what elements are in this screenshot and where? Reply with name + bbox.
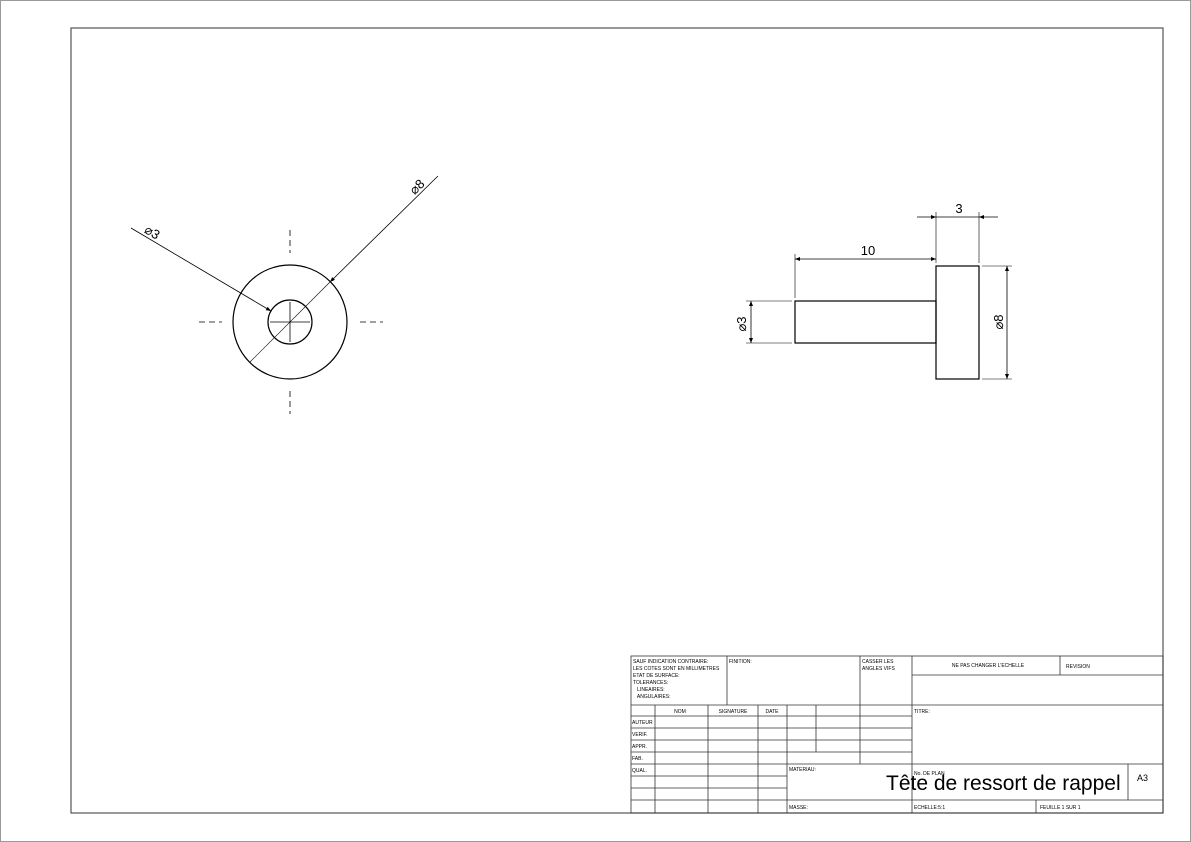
- dim-line-outer-extension: [249, 281, 331, 363]
- general-note-1: SAUF INDICATION CONTRAIRE:: [633, 659, 708, 665]
- drawing-frame: [70, 27, 1164, 814]
- drawing-title: Tête de ressort de rappel: [886, 772, 1121, 795]
- col-date: DATE: [766, 709, 780, 715]
- break-edges-1: CASSER LES: [862, 659, 894, 665]
- front-view: ⌀8 ⌀3: [130, 175, 439, 414]
- general-note-2: LES COTES SONT EN MILLIMETRES: [633, 666, 720, 672]
- role-appr: APPR.: [632, 744, 647, 750]
- col-nom: NOM: [674, 709, 686, 715]
- general-note-6: ANGULAIRES:: [633, 694, 671, 700]
- size-label: A3: [1137, 773, 1148, 783]
- scale-label: ECHELLE:5:1: [914, 805, 945, 811]
- dim-head-thickness: 3: [955, 201, 962, 216]
- general-note-3: ETAT DE SURFACE:: [633, 673, 680, 679]
- col-signature: SIGNATURE: [719, 709, 748, 715]
- dim-shaft-length: 10: [861, 243, 875, 258]
- inner-circle: [267, 299, 313, 345]
- dim-leader-outer: [329, 175, 439, 283]
- drawing-no-label: No. DE PLAN: [914, 771, 945, 777]
- outer-circle: [232, 264, 348, 380]
- shaft: [794, 300, 937, 344]
- finish-label: FINITION:: [729, 659, 752, 665]
- sheet-label: FEUILLE 1 SUR 1: [1040, 805, 1081, 811]
- dim-head-diameter: ⌀8: [991, 314, 1006, 329]
- role-qual: QUAL.: [632, 768, 647, 774]
- title-label: TITRE:: [914, 709, 930, 715]
- general-note-4: TOLERANCES:: [633, 680, 668, 686]
- material-label: MATERIAU:: [789, 767, 816, 773]
- revision-label: REVISION: [1066, 664, 1090, 670]
- dim-inner-diameter: ⌀3: [142, 222, 163, 243]
- general-note-5: LINEAIRES:: [633, 687, 665, 693]
- break-edges-2: ANGLES VIFS: [862, 666, 895, 672]
- head: [935, 265, 980, 380]
- role-verif: VERIF.: [632, 732, 648, 738]
- dim-leader-inner: [130, 227, 272, 312]
- title-block: [630, 655, 1164, 814]
- dim-outer-diameter: ⌀8: [406, 176, 427, 197]
- role-auteur: AUTEUR: [632, 720, 653, 726]
- role-fab: FAB.: [632, 756, 643, 762]
- dim-shaft-diameter: ⌀3: [734, 316, 749, 331]
- title-block-text: SAUF INDICATION CONTRAIRE: LES COTES SON…: [632, 659, 1148, 811]
- side-view: 3 10 ⌀3 ⌀8: [734, 201, 1012, 380]
- mass-label: MASSE:: [789, 805, 808, 811]
- do-not-scale: NE PAS CHANGER L'ECHELLE: [952, 663, 1025, 669]
- extension-lines: [746, 212, 1012, 380]
